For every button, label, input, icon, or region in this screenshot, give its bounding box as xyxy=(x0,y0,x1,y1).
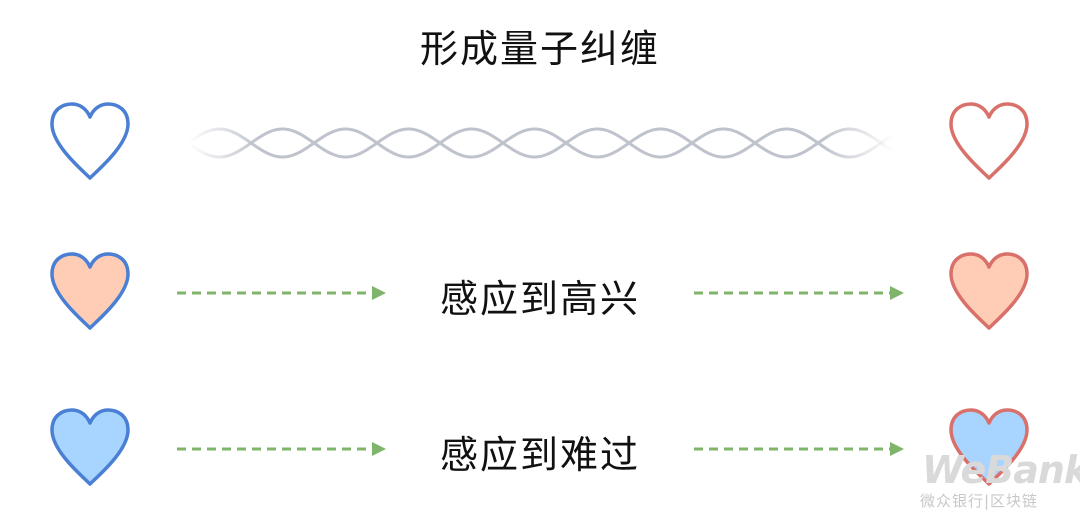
arrowhead-icon xyxy=(372,286,386,300)
watermark-subtitle: 微众银行|区块链 xyxy=(920,492,1039,510)
arrow-left-segment xyxy=(177,286,386,300)
row-label-sad: 感应到难过 xyxy=(439,433,640,477)
arrow-left-segment xyxy=(177,442,386,456)
row-label-happy: 感应到高兴 xyxy=(439,277,640,321)
right-heart-icon xyxy=(949,408,1029,486)
wave-strand-a xyxy=(187,127,895,159)
right-heart-icon xyxy=(949,252,1029,330)
arrowhead-icon xyxy=(890,286,904,300)
arrow-right-segment xyxy=(694,442,904,456)
left-heart-icon xyxy=(50,252,130,330)
left-heart-icon xyxy=(50,102,130,180)
wave-strand-b xyxy=(187,127,895,159)
right-heart-icon xyxy=(949,102,1029,180)
arrowhead-icon xyxy=(372,442,386,456)
watermark-logo: WeBank xyxy=(922,448,1080,492)
diagram-title: 形成量子纠缠 xyxy=(419,27,660,71)
entangled-wave xyxy=(187,127,895,159)
left-heart-icon xyxy=(50,408,130,486)
arrow-right-segment xyxy=(694,286,904,300)
arrowhead-icon xyxy=(890,442,904,456)
